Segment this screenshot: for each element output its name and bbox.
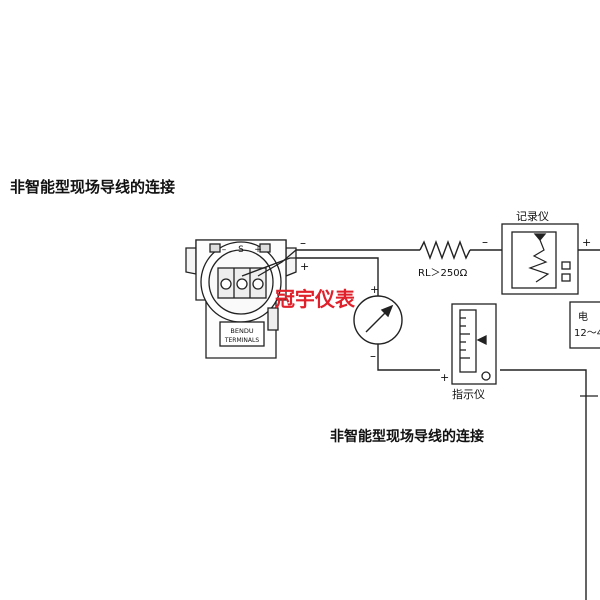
terminal-symbol-minus: –: [222, 245, 227, 255]
power-supply-body: [569, 301, 600, 349]
recorder: [501, 223, 579, 295]
wire-meter-bottom: [377, 344, 440, 371]
recorder-button-2: [561, 273, 571, 282]
diagram-title-top: 非智能型现场导线的连接: [10, 178, 176, 196]
indicator-scale: [459, 309, 477, 373]
terminal-screw-1: [220, 278, 232, 290]
power-label-1: 电: [578, 310, 588, 323]
bolt-left: [209, 243, 221, 253]
transmitter: [185, 239, 297, 359]
resistor-label: RL＞250Ω: [418, 268, 468, 279]
recorder-minus-sign: –: [482, 235, 488, 249]
transmitter-terminals-label: TERMINALS: [224, 337, 260, 344]
indicator-plus-sign: +: [440, 371, 449, 384]
transmitter-plus-sign: +: [300, 260, 309, 273]
wire-plus: [296, 257, 379, 296]
indicator-label: 指示仪: [452, 387, 485, 401]
wire-indicator-out: [500, 369, 587, 600]
recorder-pen: [533, 233, 547, 242]
terminal-symbol-s: S: [238, 245, 244, 255]
indicator-pointer: [476, 334, 487, 346]
terminal-screw-3: [252, 278, 264, 290]
power-label-2: 12～4: [574, 328, 600, 339]
watermark: 冠宇仪表: [275, 287, 356, 311]
resistor-zigzag: [419, 240, 471, 260]
meter-arrow-head: [380, 304, 394, 318]
diagram-title-bottom: 非智能型现场导线的连接: [330, 429, 484, 445]
terminals-plate: [219, 321, 265, 347]
indicator-knob: [481, 371, 491, 381]
indicator: [451, 303, 497, 385]
meter-minus-sign: –: [370, 349, 376, 363]
bolt-right: [259, 243, 271, 253]
transmitter-brand: BENDU: [230, 327, 253, 335]
recorder-button-1: [561, 261, 571, 270]
power-supply: [569, 301, 600, 349]
transmitter-minus-sign: –: [300, 236, 306, 250]
recorder-trace: [528, 239, 550, 283]
wiring: [296, 249, 600, 600]
meter: [353, 295, 403, 345]
meter-plus-sign: +: [370, 283, 379, 296]
terminal-screw-2: [236, 278, 248, 290]
terminal-symbols: – S +: [222, 245, 262, 255]
meter-arrow-shaft: [365, 309, 389, 333]
recorder-plus-sign: +: [582, 236, 591, 249]
recorder-label: 记录仪: [516, 210, 549, 223]
recorder-chart: [511, 231, 557, 289]
terminal-symbol-plus: +: [254, 245, 262, 255]
